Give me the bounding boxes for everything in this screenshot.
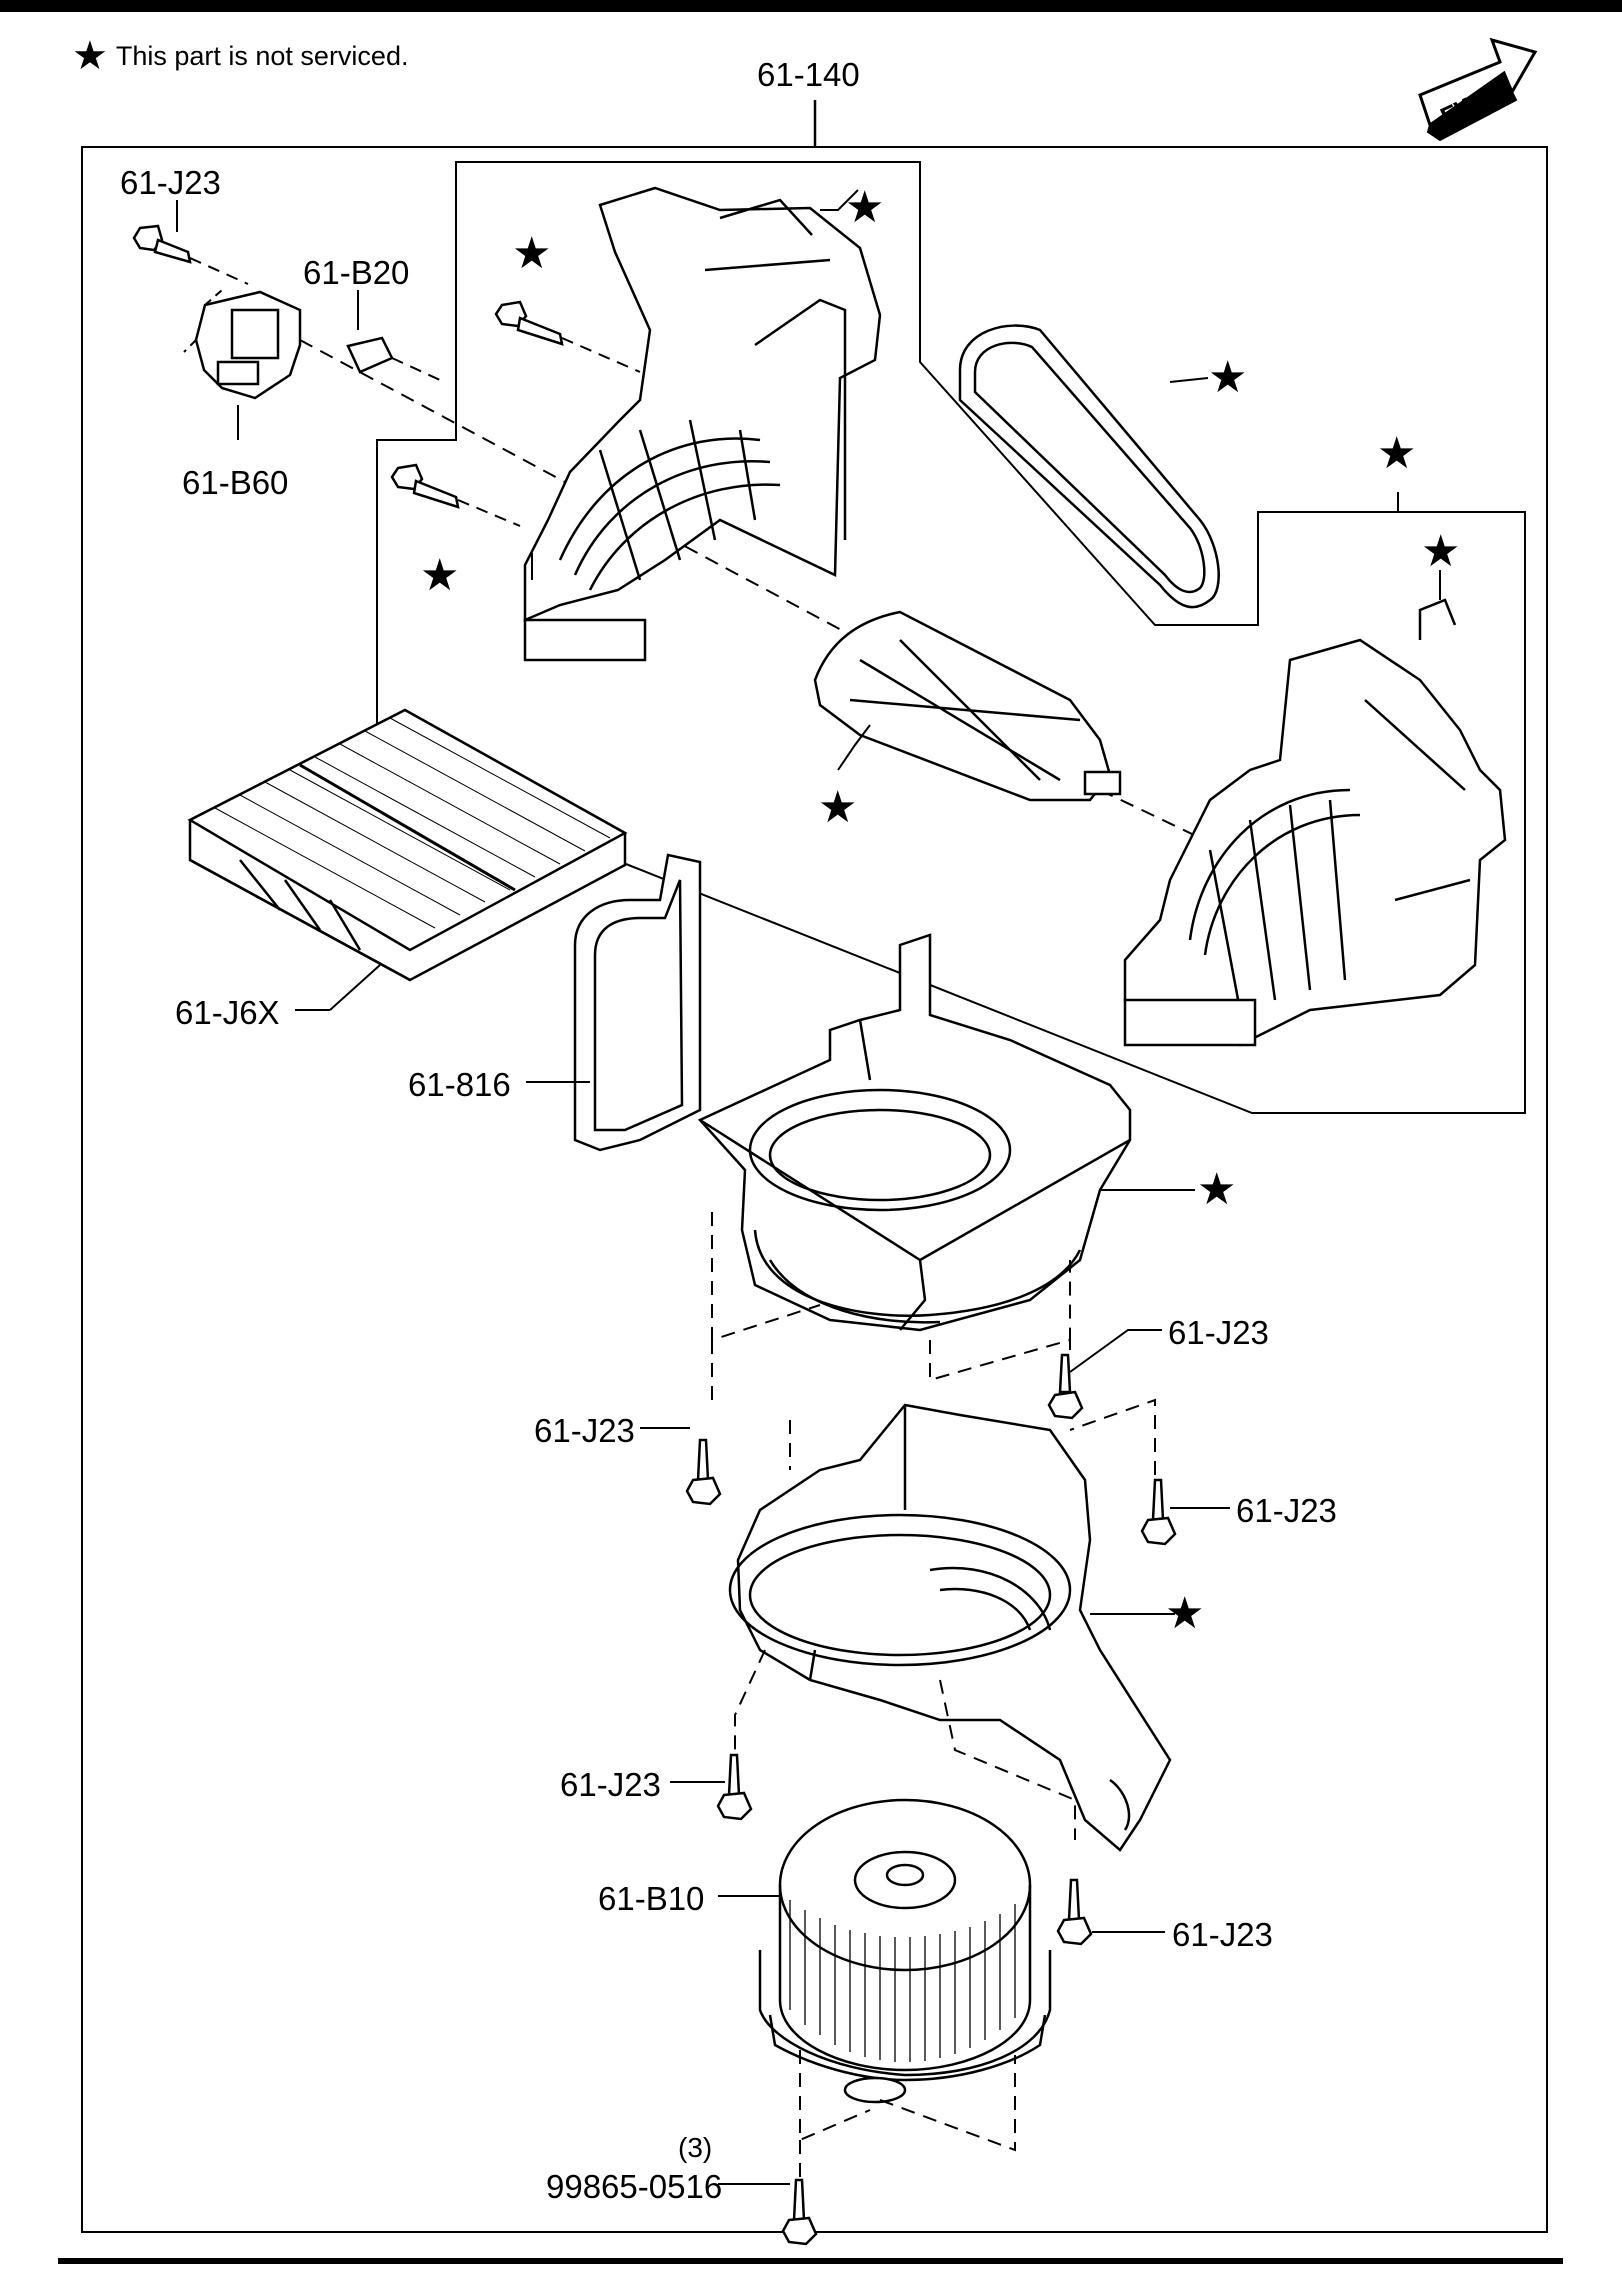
screw-lower-left xyxy=(716,1753,753,1821)
screw-99865 xyxy=(781,2178,818,2246)
star-icon-blower-case-lower: ★ xyxy=(1165,1589,1205,1638)
upper-screw-a xyxy=(494,300,641,373)
label-61-j23-mid-left: 61-J23 xyxy=(534,1412,635,1449)
label-61-j23-top: 61-J23 xyxy=(120,164,221,201)
label-61-816: 61-816 xyxy=(408,1066,511,1103)
upper-case-outline xyxy=(376,161,1526,1114)
screw-right-2 xyxy=(1069,1398,1177,1546)
seal-816 xyxy=(573,853,702,1152)
star-icon-right-assembly: ★ xyxy=(1377,429,1417,478)
leader-lines xyxy=(176,189,1441,2185)
label-61-b10: 61-B10 xyxy=(598,1880,705,1917)
star-icon-housing-top: ★ xyxy=(845,183,885,232)
not-serviced-note: ★ This part is not serviced. xyxy=(72,36,408,76)
label-61-j23-lower-right: 61-J23 xyxy=(1172,1916,1273,1953)
blower-motor-guides xyxy=(799,2050,1016,2180)
actuator-screw xyxy=(132,224,249,285)
bottom-border xyxy=(58,2258,1563,2264)
star-icon-blower-case-upper: ★ xyxy=(1197,1165,1237,1214)
label-61-j23-lower-left: 61-J23 xyxy=(560,1766,661,1803)
screw-lower-right xyxy=(1056,1878,1093,1946)
blower-case-lower xyxy=(728,1403,1172,1852)
intake-door xyxy=(813,610,1122,802)
upper-screw-b xyxy=(390,463,521,527)
air-filter xyxy=(187,708,628,982)
fwd-arrow-icon: FWD xyxy=(1418,37,1538,142)
label-screw-quantity: (3) xyxy=(678,2132,713,2163)
star-icon-gasket: ★ xyxy=(1208,353,1248,402)
label-61-j23-right2: 61-J23 xyxy=(1236,1492,1337,1529)
star-icon: ★ xyxy=(72,34,108,78)
resistor-part xyxy=(346,336,441,381)
screw-mid-right xyxy=(1047,1353,1084,1420)
star-icon-upper-screw-a: ★ xyxy=(512,229,552,278)
star-icon-intake-door: ★ xyxy=(818,783,858,832)
blower-case-lower-guides xyxy=(734,1420,1076,1840)
gasket-seal xyxy=(958,324,1220,609)
star-icon-upper-screw-b: ★ xyxy=(420,551,460,600)
note-text: This part is not serviced. xyxy=(115,40,409,71)
top-border xyxy=(0,0,1622,12)
upper-axis-line xyxy=(299,339,861,641)
label-61-b20: 61-B20 xyxy=(303,254,410,291)
screw-mid-left xyxy=(685,1438,722,1506)
label-99865-0516: 99865-0516 xyxy=(546,2168,723,2205)
blower-case-upper xyxy=(697,933,1132,1332)
star-icon-right-housing: ★ xyxy=(1421,527,1461,576)
intake-housing-right xyxy=(1123,598,1507,1047)
blower-motor xyxy=(758,1798,1052,2104)
blower-case-upper-guides xyxy=(711,1212,1071,1400)
label-61-j6x: 61-J6X xyxy=(175,994,280,1031)
label-61-b60: 61-B60 xyxy=(182,464,289,501)
actuator-motor xyxy=(183,289,302,400)
intake-housing-left xyxy=(523,186,882,662)
label-61-140: 61-140 xyxy=(757,56,860,93)
label-61-j23-mid-right: 61-J23 xyxy=(1168,1314,1269,1351)
